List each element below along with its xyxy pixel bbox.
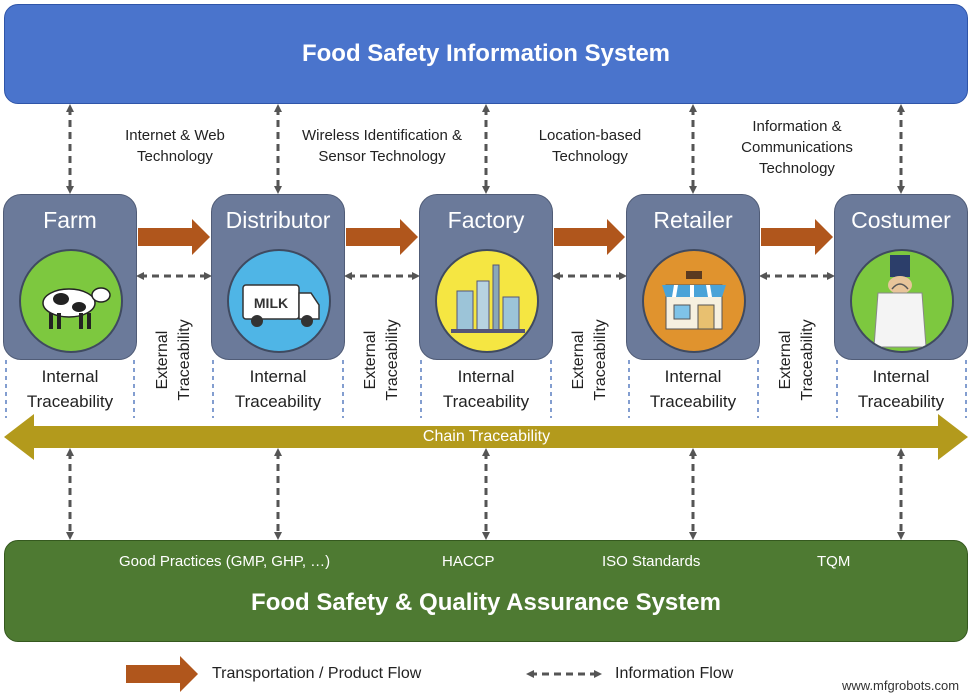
cow-icon [19,249,123,353]
chain-traceability-arrow [4,414,968,460]
product-flow-distributor-factory [346,219,418,255]
milk-truck-icon: MILK [227,249,331,353]
legend-product-arrow [126,656,198,692]
practice-tqm: TQM [817,553,851,570]
product-flow-factory-retailer [554,219,625,255]
node-title: Costumer [851,207,951,233]
shopping-bag-icon [850,249,954,353]
product-flow-retailer-costumer [761,219,833,255]
legend-info-label: Information Flow [615,665,734,682]
node-title: Farm [43,207,97,233]
food-safety-quality-assurance-system: Good Practices (GMP, GHP, …) HACCP ISO S… [4,540,968,642]
food-safety-information-system: Food Safety Information System [4,4,968,104]
practice-good-practices: Good Practices (GMP, GHP, …) [119,553,331,570]
practice-haccp: HACCP [442,553,495,570]
node-farm: Farm [3,194,137,360]
store-icon [642,249,746,353]
tech-location-based: Location-based Technology [538,127,642,165]
factory-icon [435,249,539,353]
watermark: www.mfgrobots.com [842,678,960,693]
node-factory: Factory [419,194,553,360]
tech-wireless-sensor: Wireless Identification & Sensor Technol… [301,127,463,165]
node-retailer: Retailer [626,194,760,360]
tech-information-communications: Information & Communications Technology [741,118,853,177]
practice-iso-standards: ISO Standards [602,553,701,570]
bottom-system-title: Food Safety & Quality Assurance System [251,589,721,616]
top-system-title: Food Safety Information System [301,40,671,67]
milk-label: MILK [254,295,288,311]
product-flow-farm-distributor [138,219,210,255]
node-costumer: Costumer [834,194,968,360]
chain-traceability-label: Chain Traceability [422,428,551,445]
node-distributor: Distributor MILK [211,194,345,360]
tech-internet-web: Internet & Web Technology [125,127,225,165]
legend-transport-label: Transportation / Product Flow [212,665,422,682]
node-title: Distributor [225,207,331,233]
node-title: Factory [447,207,525,233]
node-title: Retailer [653,207,733,233]
